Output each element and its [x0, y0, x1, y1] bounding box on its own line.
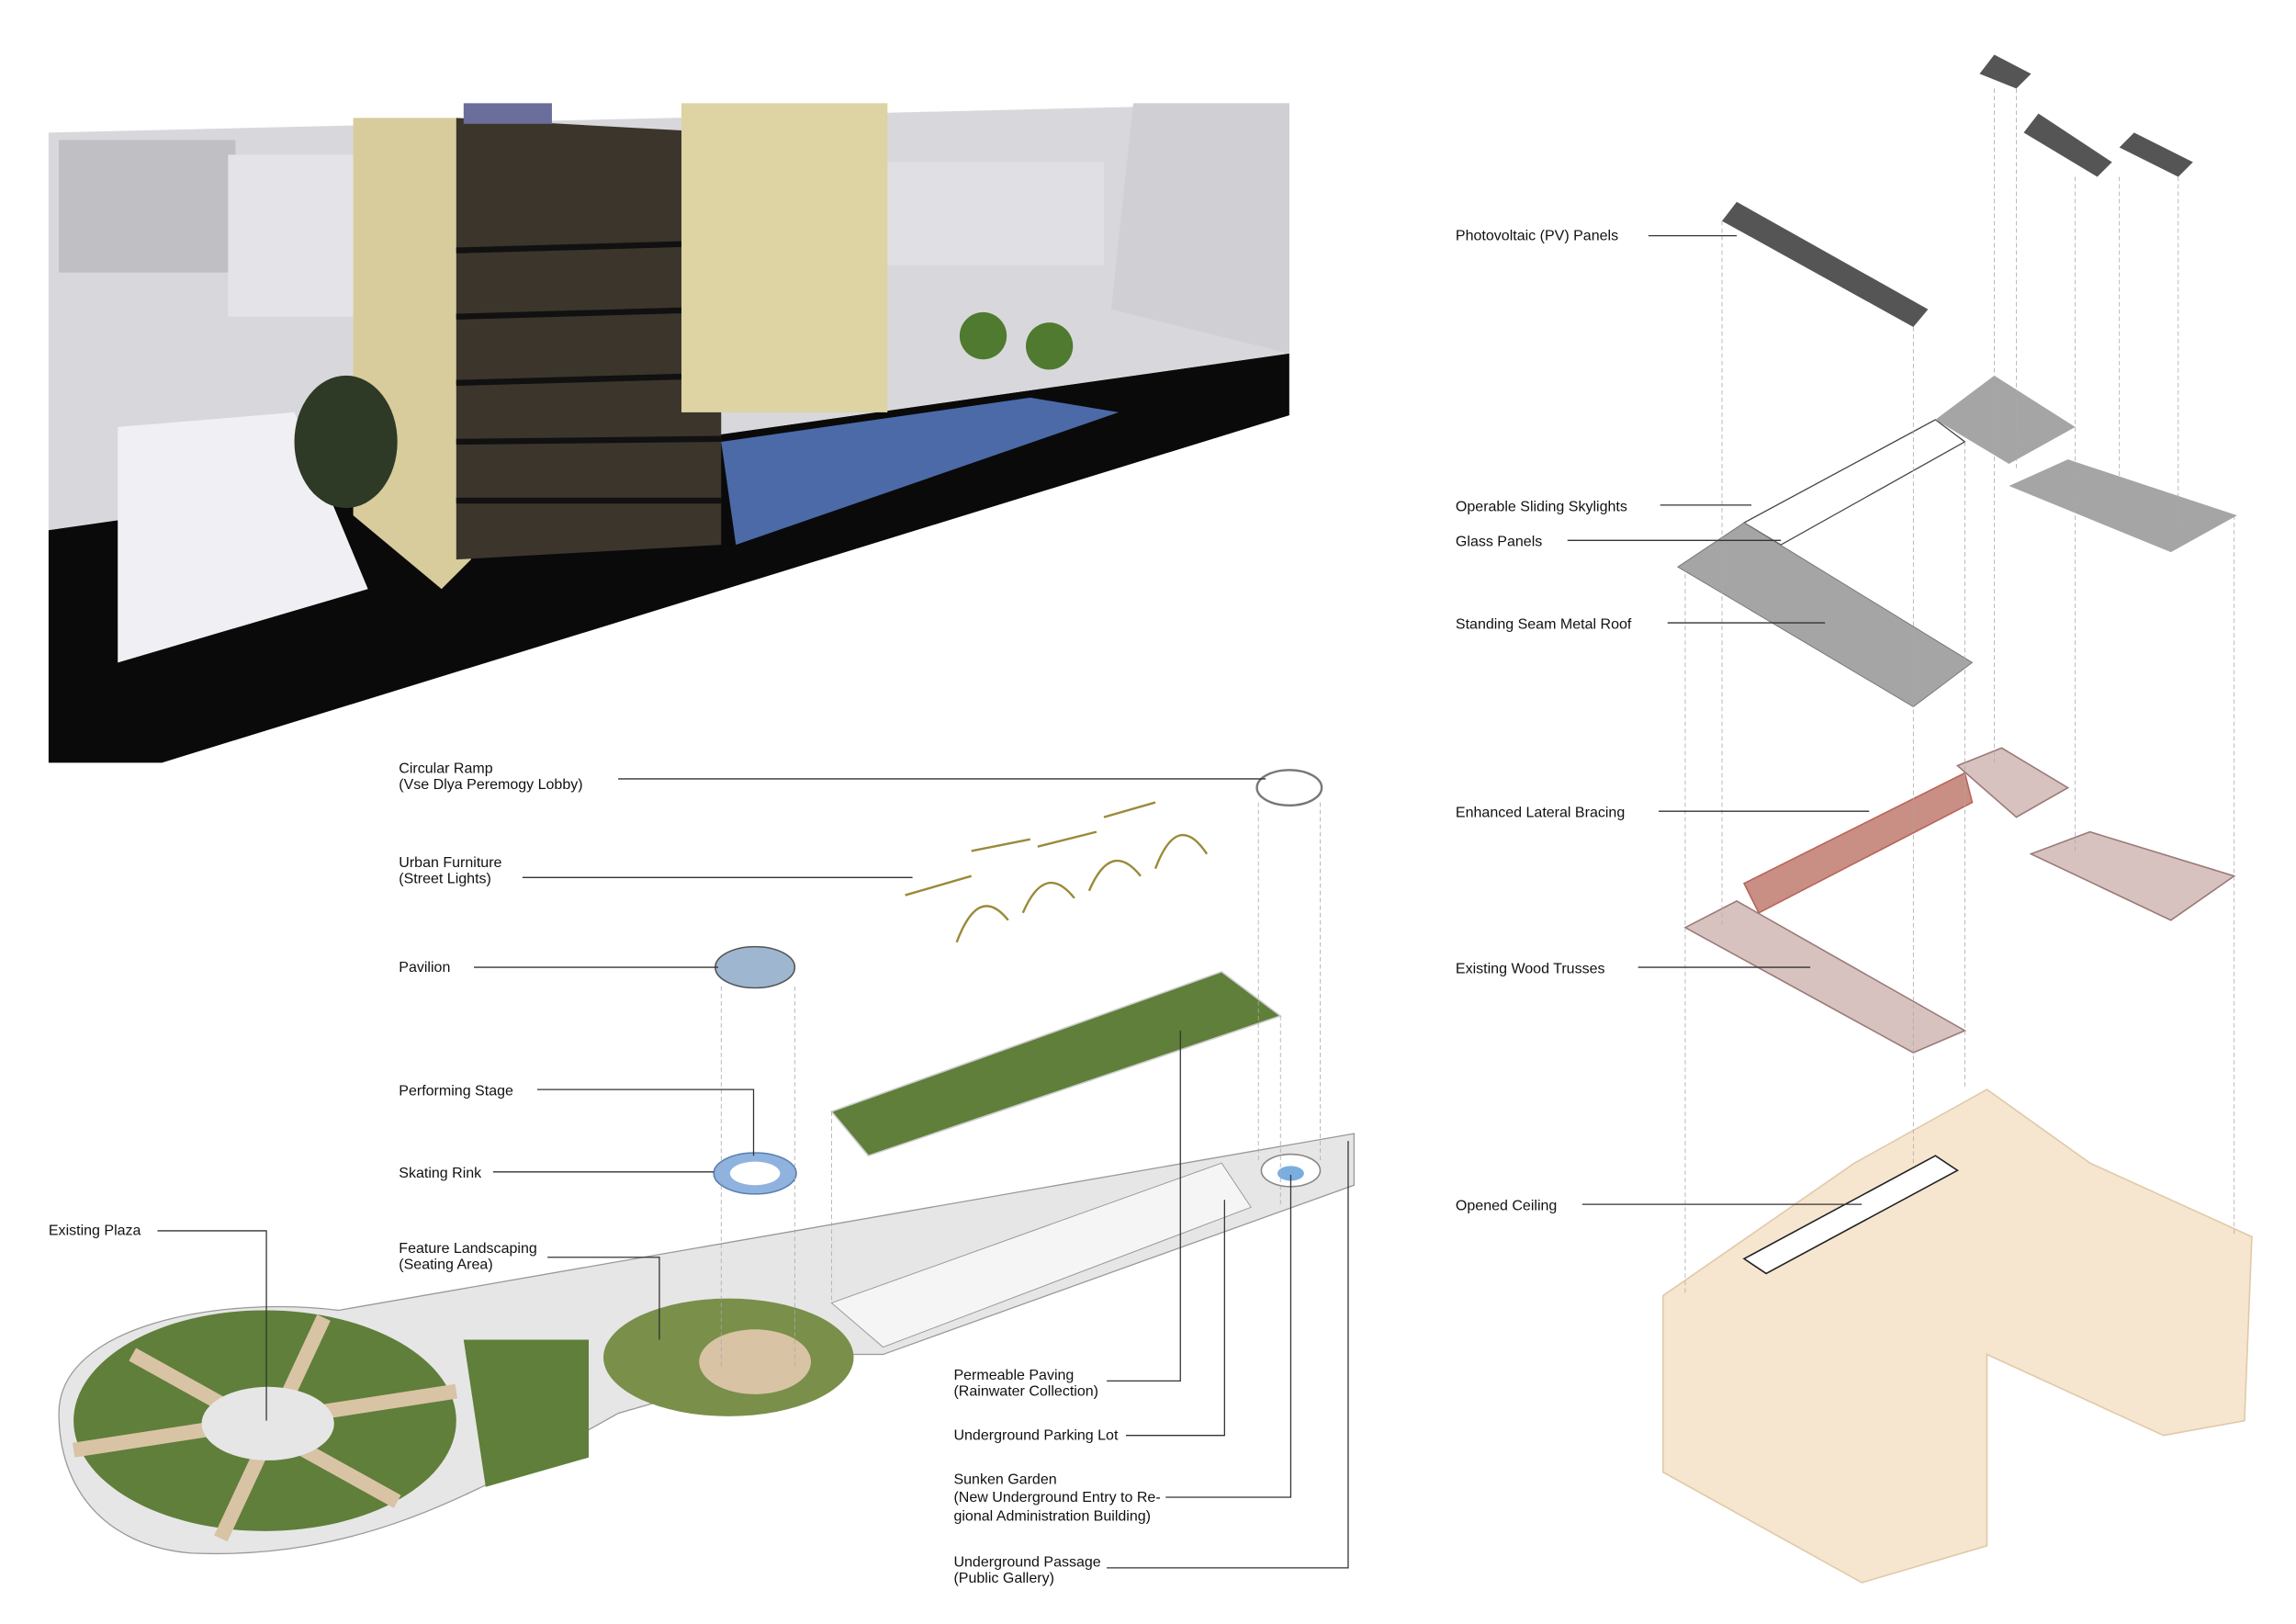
label-wood-trusses: Existing Wood Trusses — [1456, 960, 1605, 976]
label-performing-stage: Performing Stage — [399, 1082, 513, 1099]
wood-trusses — [2029, 830, 2236, 921]
seating-area-center — [699, 1329, 812, 1394]
metal-roof — [2009, 459, 2237, 553]
pv-panels — [1722, 54, 2193, 327]
building-axonometric — [1662, 54, 2253, 1584]
rear-building — [681, 103, 888, 412]
label-glass-panels: Glass Panels — [1456, 534, 1542, 550]
context-block — [883, 162, 1104, 265]
label-existing-plaza: Existing Plaza — [49, 1223, 141, 1239]
label-permeable-paving: Permeable Paving (Rainwater Collection) — [953, 1367, 1098, 1400]
label-skating-rink: Skating Rink — [399, 1165, 482, 1181]
tree — [294, 375, 398, 509]
existing-building — [1662, 1088, 2253, 1584]
wood-trusses — [1955, 747, 2070, 818]
label-skylights: Operable Sliding Skylights — [1456, 498, 1627, 514]
label-lateral-bracing: Enhanced Lateral Bracing — [1456, 805, 1625, 821]
pavilion — [715, 945, 796, 989]
label-feature-landscaping: Feature Landscaping (Seating Area) — [399, 1240, 541, 1273]
plaza-center — [201, 1386, 334, 1460]
circular-ramp — [1255, 769, 1323, 806]
label-metal-roof: Standing Seam Metal Roof — [1456, 615, 1632, 632]
permeable-paving — [830, 970, 1282, 1157]
metal-roof — [1677, 522, 1974, 707]
label-pavilion: Pavilion — [399, 959, 450, 976]
historic-facade — [353, 118, 471, 590]
lateral-bracing — [1742, 772, 1974, 914]
skating-rink-center — [729, 1161, 781, 1186]
context-block — [228, 154, 361, 317]
glass-skylight — [1742, 419, 1966, 546]
site-plan — [58, 769, 1355, 1555]
label-pv-panels: Photovoltaic (PV) Panels — [1456, 227, 1618, 243]
sunken-plaza — [721, 397, 1119, 546]
solar-panels — [463, 103, 552, 124]
underground-parking — [830, 1162, 1252, 1348]
label-urban-furniture: Urban Furniture (Street Lights) — [399, 854, 506, 887]
context-block — [59, 140, 236, 273]
sunken-garden-pool — [1277, 1166, 1304, 1181]
label-opened-ceiling: Opened Ceiling — [1456, 1197, 1557, 1213]
context-tower — [1110, 103, 1289, 354]
building-section — [456, 118, 722, 560]
tree — [959, 311, 1007, 360]
wood-trusses — [1683, 900, 1967, 1054]
floor-slabs — [456, 240, 722, 504]
label-underground-passage: Underground Passage (Public Gallery) — [953, 1553, 1105, 1586]
section-render — [48, 103, 1289, 763]
tree — [1025, 322, 1074, 370]
label-circular-ramp: Circular Ramp (Vse Dlya Peremogy Lobby) — [399, 761, 582, 794]
label-sunken-garden: Sunken Garden (New Underground Entry to … — [953, 1472, 1165, 1525]
street-lights — [905, 801, 1209, 943]
label-underground-parking: Underground Parking Lot — [953, 1427, 1119, 1443]
metal-roof — [1935, 375, 2076, 464]
lawn-strip — [463, 1339, 590, 1487]
projection-lines — [720, 802, 1321, 1370]
opened-ceiling — [1742, 1155, 1959, 1275]
leader-lines — [157, 234, 1870, 1569]
